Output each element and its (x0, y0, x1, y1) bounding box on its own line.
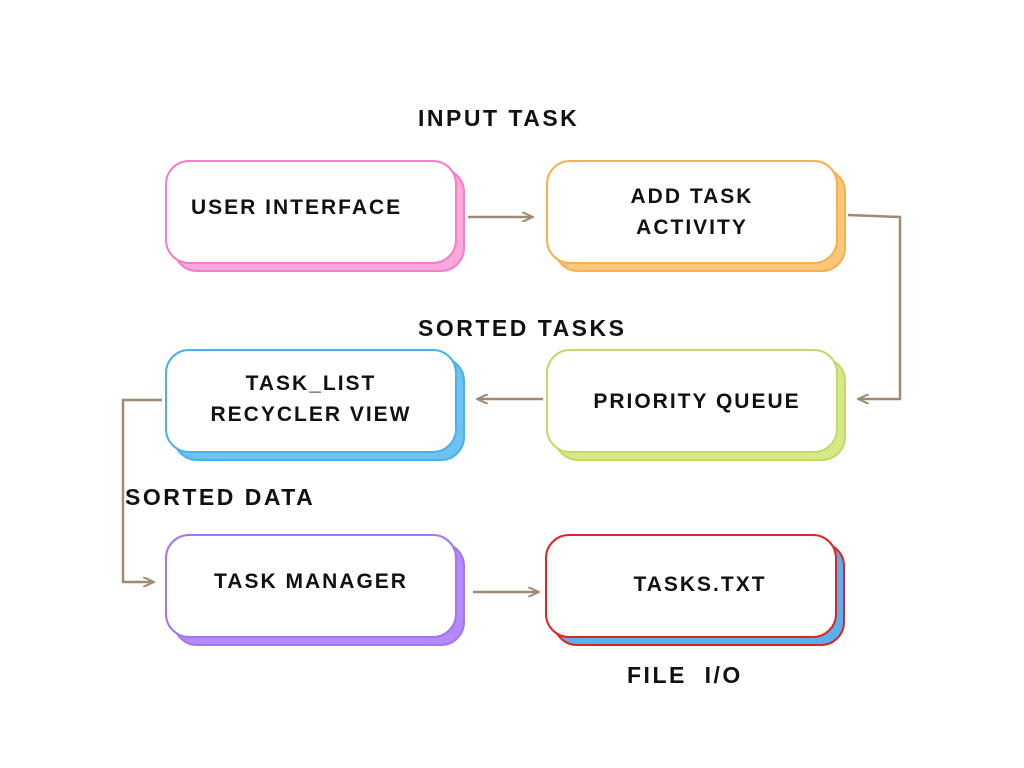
node-tasks-txt: TASKS.TXT (545, 534, 845, 646)
node-face: USER INTERFACE (165, 160, 457, 264)
node-face: ADD TASK ACTIVITY (546, 160, 838, 264)
node-task-list-recycler-view: TASK_LIST RECYCLER VIEW (165, 349, 465, 461)
node-user-interface: USER INTERFACE (165, 160, 465, 272)
node-face: PRIORITY QUEUE (546, 349, 838, 453)
node-label: TASK MANAGER (214, 569, 408, 593)
arrow-add-task-to-priority-queue (847, 213, 902, 399)
caption-input-task: INPUT TASK (418, 105, 580, 131)
node-label: TASKS.TXT (633, 572, 767, 596)
node-add-task-activity: ADD TASK ACTIVITY (546, 160, 846, 272)
arrow-task-list-to-task-manager (121, 398, 162, 582)
caption-sorted-tasks: SORTED TASKS (418, 315, 627, 341)
node-face: TASK MANAGER (165, 534, 457, 638)
node-label: ADD TASK ACTIVITY (630, 185, 754, 239)
caption-sorted-data: SORTED DATA (125, 484, 316, 510)
node-face: TASKS.TXT (545, 534, 837, 638)
node-label: PRIORITY QUEUE (593, 389, 801, 413)
node-priority-queue: PRIORITY QUEUE (546, 349, 846, 461)
caption-file-io: FILE I/O (627, 662, 743, 688)
node-face: TASK_LIST RECYCLER VIEW (165, 349, 457, 453)
node-label: USER INTERFACE (191, 195, 403, 219)
node-task-manager: TASK MANAGER (165, 534, 465, 646)
node-label: TASK_LIST RECYCLER VIEW (210, 372, 412, 426)
